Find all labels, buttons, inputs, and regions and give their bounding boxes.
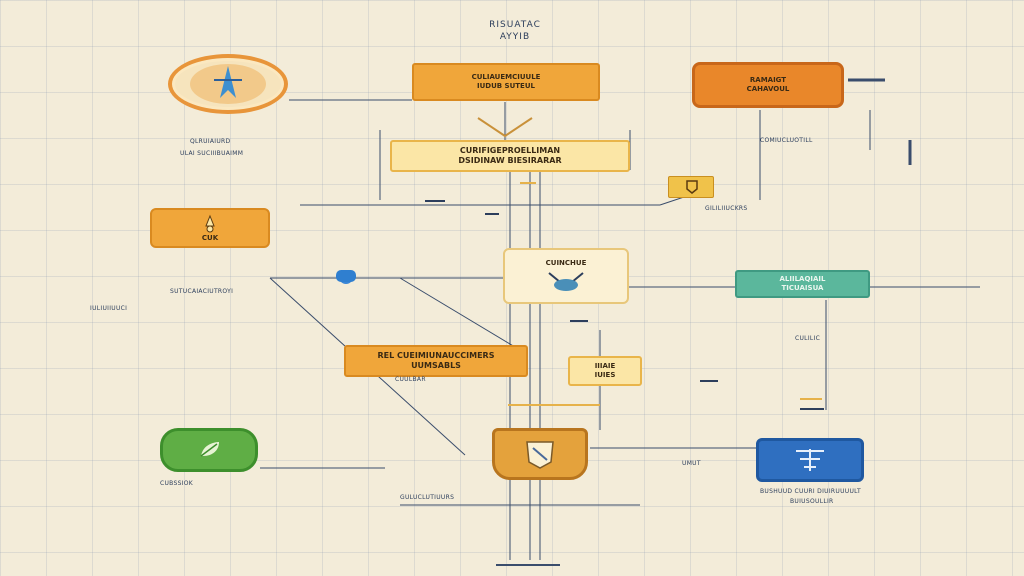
teal-line-1: ALIILAQIAIL xyxy=(779,275,826,284)
tick-mark-7 xyxy=(520,182,536,184)
shield-check-icon xyxy=(686,180,698,194)
annotation-5: SUTUCAIACIUTROYI xyxy=(170,288,234,295)
teal-line-2: TICUAISUA xyxy=(781,284,824,292)
mid-left-line-1: REL CUEIMIUNAUCCIMERS xyxy=(377,351,495,360)
tick-mark-3 xyxy=(700,380,718,382)
mid-right-line-1: IIIAIE xyxy=(594,362,616,371)
left-orange-label: CUK xyxy=(201,233,219,242)
tick-mark-6 xyxy=(570,320,588,322)
annotation-11: BUIUSOULLIR xyxy=(790,498,834,505)
annotation-1: QLRUIAIURD xyxy=(190,138,231,145)
banner-node[interactable]: CURIFIGEPROELLIMAN DSIDINAW BIESIRARAR xyxy=(390,140,630,172)
annotation-13: CUULBAR xyxy=(395,376,426,383)
leaf-icon xyxy=(200,442,219,457)
annotation-6: IULIUIIUUCI xyxy=(90,305,128,312)
annotation-3: COMIUCLUOTILL xyxy=(760,137,813,144)
top-center-line-1: CULIAUEMCIUULE xyxy=(471,73,541,82)
center-cream-node[interactable]: CUINCHUE xyxy=(503,248,629,304)
annotation-7: CULILIC xyxy=(795,335,821,342)
banner-line-1: CURIFIGEPROELLIMAN xyxy=(459,146,561,155)
small-tag-node[interactable] xyxy=(668,176,714,198)
annotation-2: ULAI SUCIIIBUAIMM xyxy=(180,150,244,157)
teal-node[interactable]: ALIILAQIAIL TICUAISUA xyxy=(735,270,870,298)
annotation-4: GILILIIUCKRS xyxy=(705,205,748,212)
network-icon xyxy=(548,272,584,292)
compass-icon xyxy=(190,64,266,104)
center-cream-label: CUINCHUE xyxy=(545,258,587,267)
connector-dot-node[interactable] xyxy=(336,270,356,282)
annotation-9: UMUT xyxy=(682,460,701,467)
mid-left-line-2: UUMSABLS xyxy=(411,361,461,370)
top-right-node[interactable]: RAMAIGT CAHAVOUL xyxy=(692,62,844,108)
annotation-12: GULUCLUTIUURS xyxy=(400,494,455,501)
tick-mark-5 xyxy=(485,213,499,215)
left-orange-node[interactable]: CUK xyxy=(150,208,270,248)
green-node[interactable] xyxy=(160,428,258,472)
top-right-line-1: RAMAIGT xyxy=(749,76,787,85)
diagram-title: RISUATAC AYYIB xyxy=(470,20,560,43)
top-right-line-2: CAHAVOUL xyxy=(746,85,790,93)
annotation-8: CUBSSIOK xyxy=(160,480,194,487)
tick-mark-1 xyxy=(800,398,822,400)
blue-node[interactable] xyxy=(756,438,864,482)
mid-right-line-2: IUIES xyxy=(594,371,616,379)
star-rocket-icon xyxy=(205,214,215,233)
shield-badge-icon xyxy=(526,441,554,469)
chat-icon xyxy=(796,449,824,471)
top-center-node[interactable]: CULIAUEMCIUULE IUDUB SUTEUL xyxy=(412,63,600,101)
mid-right-node[interactable]: IIIAIE IUIES xyxy=(568,356,642,386)
annotation-10: BUSHUUD CUURI DIUIRUUUULT xyxy=(760,488,861,495)
tick-mark-4 xyxy=(425,200,445,202)
title-line-1: RISUATAC xyxy=(489,20,541,30)
top-center-line-2: IUDUB SUTEUL xyxy=(477,82,535,90)
mid-left-node[interactable]: REL CUEIMIUNAUCCIMERS UUMSABLS xyxy=(344,345,528,377)
tick-mark-2 xyxy=(800,408,824,410)
compass-logo-node[interactable] xyxy=(168,54,288,114)
banner-line-2: DSIDINAW BIESIRARAR xyxy=(458,156,562,165)
title-line-2: AYYIB xyxy=(499,31,531,42)
shield-node[interactable] xyxy=(492,428,588,480)
